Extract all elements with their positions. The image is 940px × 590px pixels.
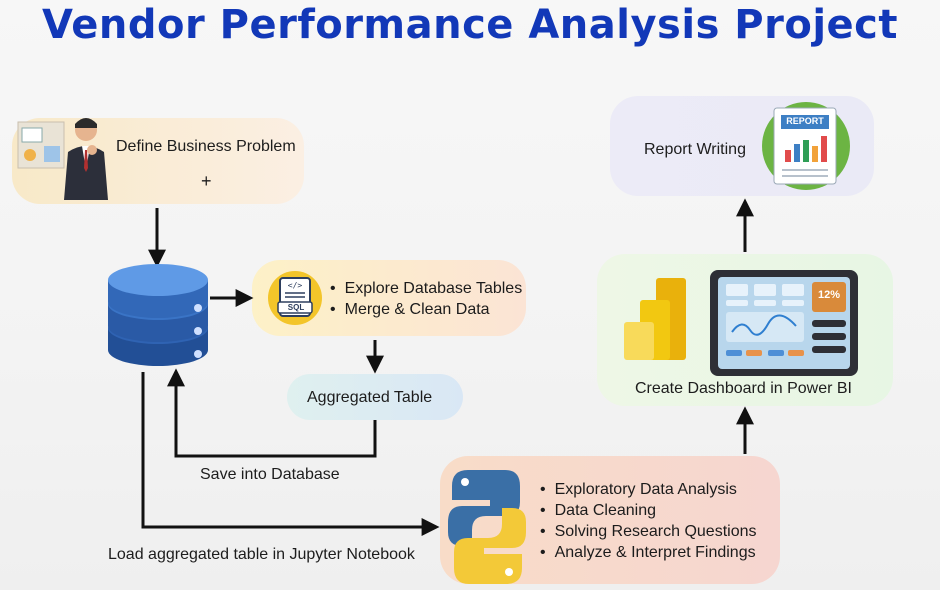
explore-bullets: Explore Database Tables Merge & Clean Da… [330,278,523,320]
python-logo-icon [448,470,526,584]
python-bullet: Data Cleaning [540,500,757,521]
sql-badge: SQL [287,303,305,312]
page-title: Vendor Performance Analysis Project [42,2,898,48]
load-into-jupyter-label: Load aggregated table in Jupyter Noteboo… [108,546,415,563]
aggregated-table-label: Aggregated Table [307,389,433,406]
flow-arrows [141,198,754,536]
define-problem-label: Define Business Problem [116,138,296,155]
dashboard-kpi: 12% [817,289,841,301]
dashboard-monitor-icon [710,270,858,376]
report-badge: REPORT [786,116,824,126]
arrow-db-to-python [141,372,440,536]
report-chart-icon [762,102,850,190]
svg-text:</>: </> [288,281,303,290]
save-into-database-label: Save into Database [200,466,340,483]
report-writing-label: Report Writing [644,141,746,158]
python-bullet: Exploratory Data Analysis [540,479,757,500]
explore-bullet: Explore Database Tables [330,278,523,299]
aggregated-table-step [287,374,463,420]
dashboard-label: Create Dashboard in Power BI [635,380,852,397]
arrow-agg-to-db [167,368,377,458]
python-bullet: Analyze & Interpret Findings [540,542,757,563]
define-plus-mark: + [201,171,212,191]
sql-file-icon: </> [268,271,322,325]
power-bi-logo-icon [624,278,686,360]
database-icon [108,264,208,366]
businessman-presenter-icon [17,118,108,200]
python-bullet: Solving Research Questions [540,521,757,542]
python-bullets: Exploratory Data Analysis Data Cleaning … [540,479,757,563]
explore-bullet: Merge & Clean Data [330,299,522,320]
